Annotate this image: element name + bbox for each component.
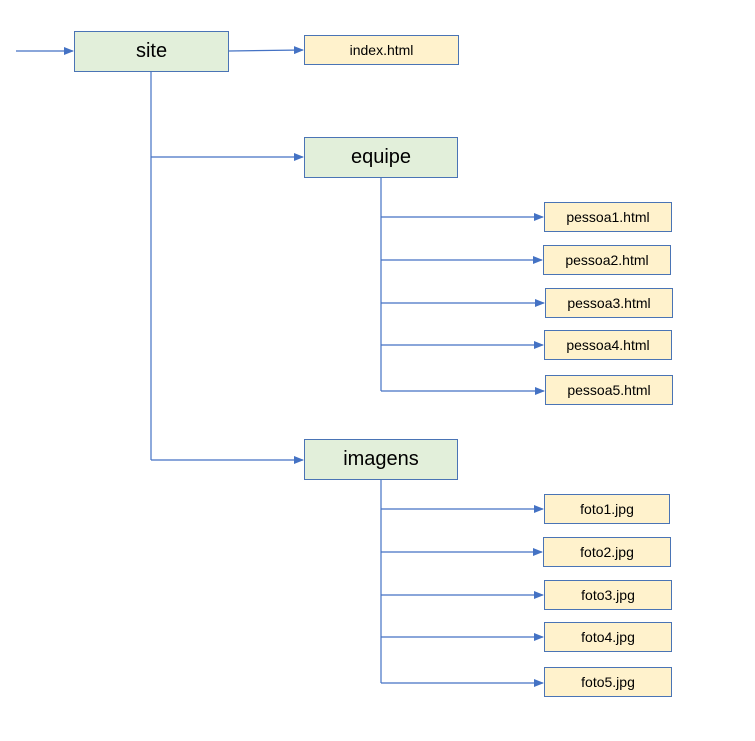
- file-pessoa1: pessoa1.html: [544, 202, 672, 232]
- file-pessoa4-label: pessoa4.html: [566, 337, 650, 353]
- folder-equipe: equipe: [304, 137, 458, 178]
- file-foto4-label: foto4.jpg: [581, 629, 635, 645]
- file-pessoa1-label: pessoa1.html: [566, 209, 650, 225]
- file-pessoa3-label: pessoa3.html: [567, 295, 651, 311]
- file-foto5-label: foto5.jpg: [581, 674, 635, 690]
- file-foto4: foto4.jpg: [544, 622, 672, 652]
- file-foto3: foto3.jpg: [544, 580, 672, 610]
- file-pessoa5-label: pessoa5.html: [567, 382, 651, 398]
- file-foto5: foto5.jpg: [544, 667, 672, 697]
- file-foto3-label: foto3.jpg: [581, 587, 635, 603]
- file-pessoa2-label: pessoa2.html: [565, 252, 649, 268]
- file-foto2: foto2.jpg: [543, 537, 671, 567]
- file-foto2-label: foto2.jpg: [580, 544, 634, 560]
- file-pessoa4: pessoa4.html: [544, 330, 672, 360]
- file-pessoa5: pessoa5.html: [545, 375, 673, 405]
- file-pessoa3: pessoa3.html: [545, 288, 673, 318]
- file-index-html: index.html: [304, 35, 459, 65]
- folder-imagens-label: imagens: [343, 448, 419, 470]
- arrow-site-to-index: [228, 46, 304, 55]
- file-pessoa2: pessoa2.html: [543, 245, 671, 275]
- file-foto1-label: foto1.jpg: [580, 501, 634, 517]
- file-foto1: foto1.jpg: [544, 494, 670, 524]
- folder-imagens: imagens: [304, 439, 458, 480]
- folder-site: site: [74, 31, 229, 72]
- file-index-html-label: index.html: [349, 42, 414, 58]
- folder-equipe-label: equipe: [350, 146, 412, 168]
- folder-site-label: site: [135, 40, 168, 62]
